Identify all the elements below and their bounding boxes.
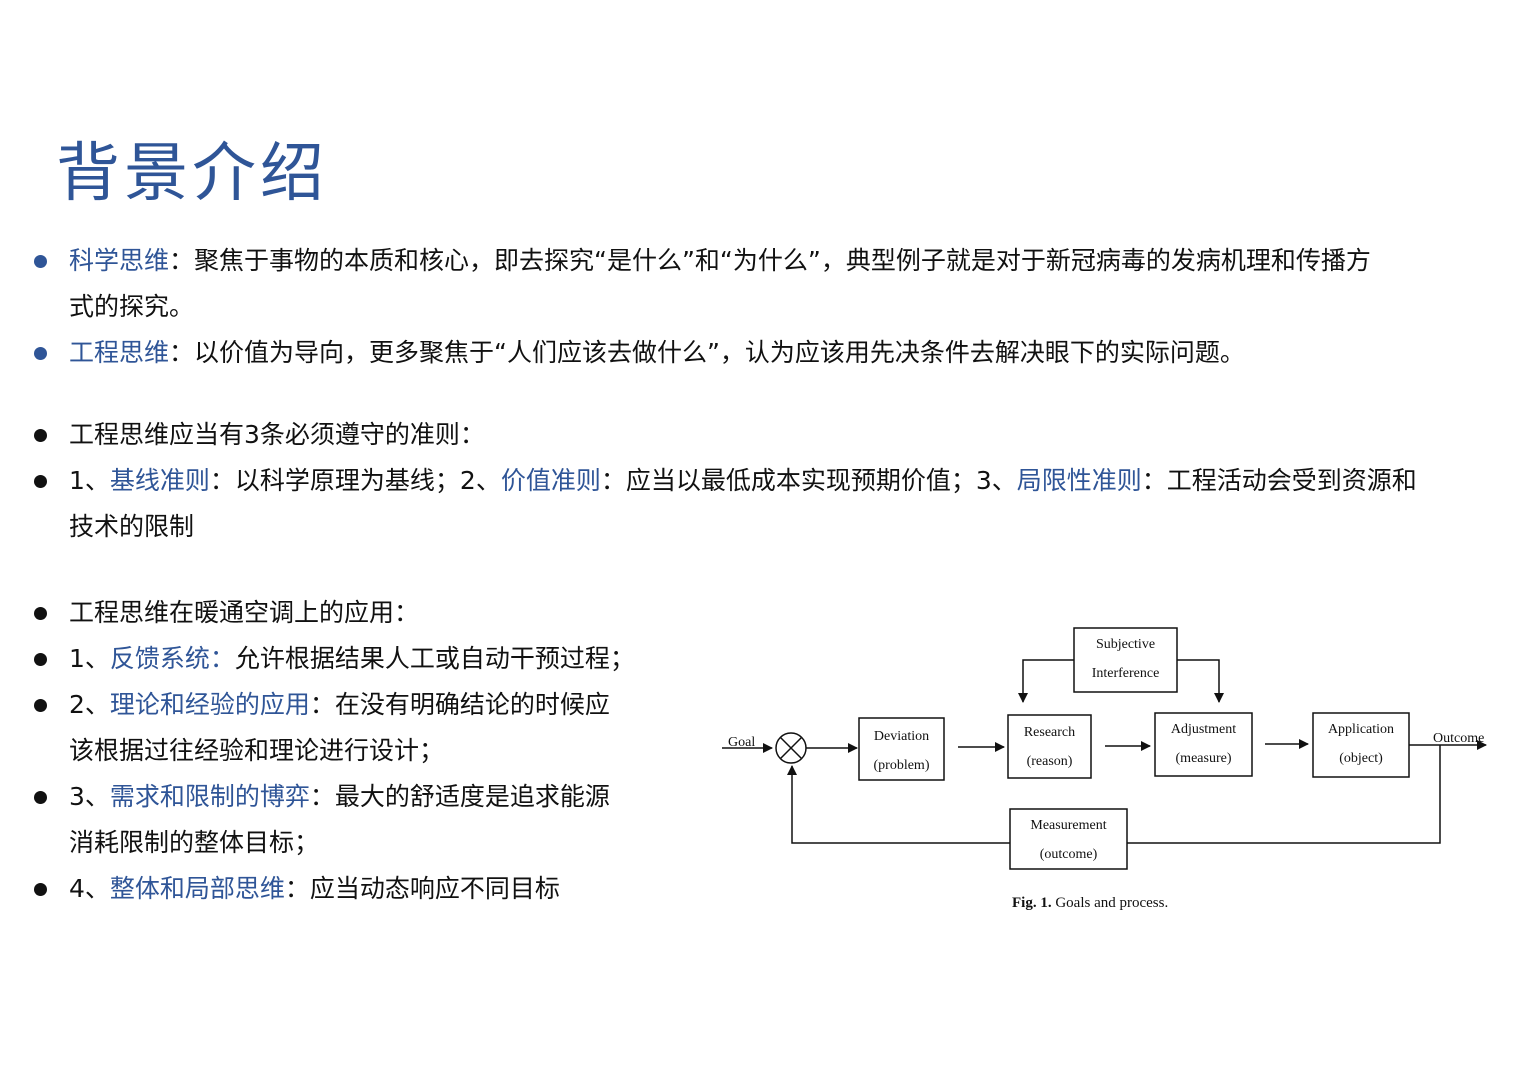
measurement-sublabel: (outcome) (1040, 847, 1098, 862)
term-demand-limit: 需求和限制的博弈 (109, 782, 310, 811)
bullet-dot (34, 653, 47, 666)
bullet-text: ：以价值为导向，更多聚焦于“人们应该去做什么”，认为应该用先决条件去解决眼下的实… (169, 338, 1245, 367)
bullet-text: ：最大的舒适度是追求能源 (309, 782, 610, 811)
bullet-dot (34, 791, 47, 804)
bullet-theory-experience: 2、理论和经验的应用：在没有明确结论的时候应 (69, 689, 610, 721)
page-title: 背景介绍 (56, 137, 328, 211)
term-whole-local: 整体和局部思维 (109, 874, 285, 903)
bullet-demand-limit: 3、需求和限制的博弈：最大的舒适度是追求能源 (69, 781, 610, 813)
adjustment-sublabel: (measure) (1176, 751, 1232, 766)
outcome-label: Outcome (1433, 731, 1484, 746)
adjustment-label: Adjustment (1171, 722, 1236, 737)
term-theory-experience: 理论和经验的应用 (109, 690, 310, 719)
application-sublabel: (object) (1339, 751, 1383, 766)
bullet-dot (34, 699, 47, 712)
research-label: Research (1024, 725, 1075, 740)
interference-label: Interference (1092, 666, 1160, 681)
adjustment-box: Adjustment (measure) (1154, 712, 1253, 777)
bullet-number: 4、 (69, 874, 110, 903)
bullet-dot (34, 883, 47, 896)
bullet-text: 工程思维在暖通空调上的应用： (69, 598, 420, 627)
bullet-dot (34, 475, 47, 488)
bullet-text: ：工程活动会受到资源和 (1141, 466, 1417, 495)
bullet-three-rules: 工程思维应当有3条必须遵守的准则： (69, 419, 485, 451)
bullet-text: 式的探究。 (69, 292, 195, 321)
bullet-demand-limit-cont: 消耗限制的整体目标； (69, 827, 319, 859)
term-baseline-rule: 基线准则 (109, 466, 210, 495)
bullet-dot (34, 607, 47, 620)
bullet-text: ：应当动态响应不同目标 (284, 874, 560, 903)
term-feedback-system: 反馈系统： (109, 644, 235, 673)
interference-arrow-right (1177, 659, 1224, 703)
bullet-text: ：聚焦于事物的本质和核心，即去探究“是什么”和“为什么”，典型例子就是对于新冠病… (169, 246, 1371, 275)
bullet-dot (34, 255, 47, 268)
goal-label: Goal (728, 735, 755, 750)
summing-junction (775, 732, 807, 764)
subjective-interference-box: Subjective Interference (1073, 627, 1178, 693)
subjective-label: Subjective (1096, 637, 1155, 652)
research-sublabel: (reason) (1027, 754, 1073, 769)
feedback-line-right (1127, 745, 1441, 844)
deviation-label: Deviation (874, 729, 929, 744)
bullet-hvac-application: 工程思维在暖通空调上的应用： (69, 597, 419, 629)
bullet-rules-detail-cont: 技术的限制 (69, 511, 194, 543)
application-box: Application (object) (1312, 712, 1410, 778)
bullet-number: 1、 (69, 644, 110, 673)
bullet-number: 2、 (69, 690, 110, 719)
deviation-box: Deviation (problem) (858, 717, 945, 781)
term-limitation-rule: 局限性准则 (1016, 466, 1142, 495)
feedback-line-left (787, 765, 1010, 844)
term-science-thinking: 科学思维 (69, 246, 170, 275)
bullet-text: 消耗限制的整体目标； (69, 828, 320, 857)
measurement-label: Measurement (1030, 818, 1106, 833)
caption-text: Goals and process. (1051, 895, 1169, 911)
application-label: Application (1328, 722, 1394, 737)
deviation-sublabel: (problem) (874, 758, 930, 773)
bullet-dot (34, 429, 47, 442)
bullet-whole-local: 4、整体和局部思维：应当动态响应不同目标 (69, 873, 560, 905)
bullet-text: 允许根据结果人工或自动干预过程； (234, 644, 635, 673)
bullet-engineering-thinking: 工程思维：以价值为导向，更多聚焦于“人们应该去做什么”，认为应该用先决条件去解决… (69, 337, 1245, 369)
caption-label: Fig. 1. (1012, 895, 1052, 911)
bullet-rules-detail: 1、基线准则：以科学原理为基线；2、价值准则：应当以最低成本实现预期价值；3、局… (69, 465, 1417, 497)
bullet-science-thinking: 科学思维：聚焦于事物的本质和核心，即去探究“是什么”和“为什么”，典型例子就是对… (69, 245, 1371, 277)
bullet-number: 3、 (69, 782, 110, 811)
bullet-feedback-system: 1、反馈系统：允许根据结果人工或自动干预过程； (69, 643, 635, 675)
bullet-text: ：应当以最低成本实现预期价值；3、 (600, 466, 1017, 495)
interference-arrow-left (1018, 659, 1074, 703)
measurement-box: Measurement (outcome) (1009, 808, 1128, 870)
bullet-text: 工程思维应当有3条必须遵守的准则： (69, 420, 485, 449)
process-diagram: Goal Deviation (problem) Research (reaso… (722, 627, 1487, 870)
bullet-text: 技术的限制 (69, 512, 195, 541)
figure-caption: Fig. 1. Goals and process. (1012, 895, 1168, 912)
term-engineering-thinking: 工程思维 (69, 338, 170, 367)
term-value-rule: 价值准则 (500, 466, 601, 495)
bullet-theory-experience-cont: 该根据过往经验和理论进行设计； (69, 735, 444, 767)
bullet-text: 该根据过往经验和理论进行设计； (69, 736, 445, 765)
bullet-text: ：在没有明确结论的时候应 (309, 690, 610, 719)
bullet-text: ：以科学原理为基线；2、 (209, 466, 501, 495)
bullet-science-thinking-cont: 式的探究。 (69, 291, 194, 323)
research-box: Research (reason) (1007, 714, 1092, 779)
bullet-text: 1、 (69, 466, 110, 495)
bullet-dot (34, 347, 47, 360)
